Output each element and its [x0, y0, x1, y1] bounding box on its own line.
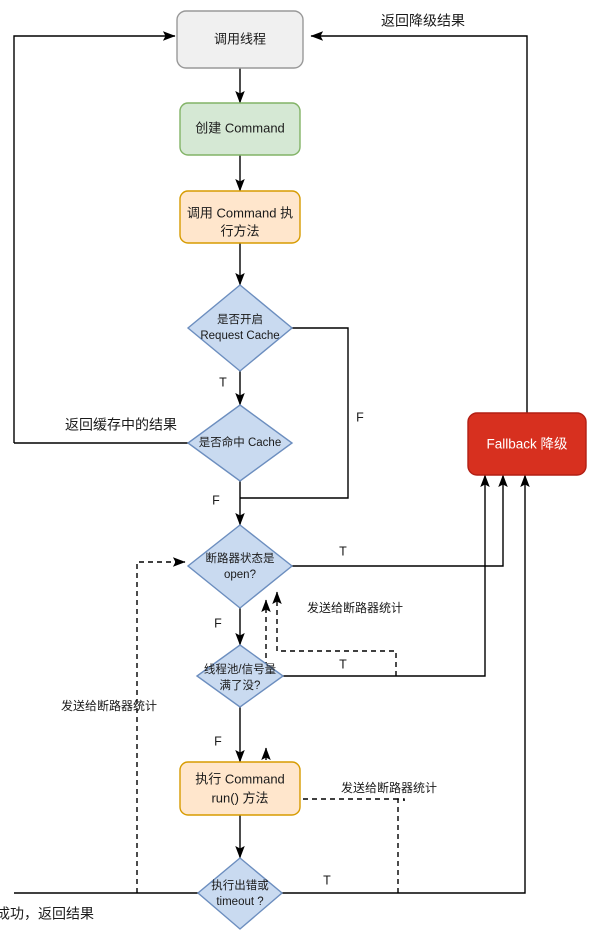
node-error-timeout-decision-shape: [196, 857, 284, 930]
edge-stats-loop-to-breaker: [272, 591, 397, 676]
edge-stats-run-to-breaker: [397, 798, 405, 893]
edge-error-true-to-fallback: [282, 474, 530, 894]
node-breaker-open-decision[interactable]: 断路器状态是 open?: [186, 524, 294, 609]
node-cache-hit-decision-shape: [186, 404, 294, 482]
edge-label-send-stats-pool: 发送给断路器统计: [61, 698, 157, 713]
node-invoke-command-shape: [179, 190, 301, 244]
node-breaker-open-decision-shape: [186, 524, 294, 609]
edge-label-send-stats-run: 发送给断路器统计: [341, 780, 437, 795]
node-run-method-label-line1: 执行 Command: [195, 771, 285, 786]
edge-label-error-true: T: [323, 873, 331, 887]
edge-pool-true-to-fallback: [283, 474, 490, 677]
edge-label-request-cache-true: T: [219, 375, 227, 389]
node-cache-hit-label: 是否命中 Cache: [199, 435, 281, 449]
node-request-cache-decision-shape: [186, 284, 294, 372]
node-run-method-shape: [179, 761, 301, 816]
edge-fallback-to-caller: [310, 31, 528, 413]
edge-label-breaker-false: F: [214, 616, 222, 630]
node-fallback-shape: [467, 412, 587, 476]
node-create-command-shape: [179, 102, 301, 156]
edge-breaker-true-to-fallback: [292, 474, 508, 567]
node-request-cache-label-line2: Request Cache: [200, 330, 279, 342]
node-pool-full-label-line1: 线程池/信号量: [204, 662, 276, 676]
node-create-command-label: 创建 Command: [195, 120, 285, 135]
edge-label-pool-false: F: [214, 734, 222, 748]
edge-label-return-cached-result: 返回缓存中的结果: [65, 417, 177, 433]
node-error-timeout-label-line1: 执行出错或: [211, 878, 269, 892]
node-error-timeout-decision[interactable]: 执行出错或 timeout ?: [196, 857, 284, 930]
node-pool-full-decision-shape: [195, 644, 285, 708]
node-invoke-command-label-line1: 调用 Command 执: [187, 205, 293, 220]
node-error-timeout-label-line2: timeout ?: [216, 896, 263, 908]
node-breaker-open-label-line1: 断路器状态是: [206, 551, 275, 565]
node-caller-label: 调用线程: [214, 31, 266, 46]
node-run-method-label-line2: run() 方法: [211, 790, 268, 805]
node-invoke-command-label-line2: 行方法: [220, 223, 259, 238]
node-pool-full-label-line2: 满了没?: [220, 679, 261, 692]
edge-label-pool-true: T: [339, 657, 347, 671]
edge-label-return-fallback-result: 返回降级结果: [381, 13, 465, 29]
node-create-command[interactable]: 创建 Command: [179, 102, 301, 156]
edge-left-rail-to-caller: [13, 31, 176, 443]
node-request-cache-label-line1: 是否开启: [217, 313, 263, 326]
edge-reqcache-false-to-breaker: [240, 327, 349, 499]
node-request-cache-decision[interactable]: 是否开启 Request Cache: [186, 284, 294, 372]
node-fallback-label: Fallback 降级: [486, 437, 568, 452]
node-pool-full-decision[interactable]: 线程池/信号量 满了没?: [195, 644, 285, 708]
node-invoke-command[interactable]: 调用 Command 执 行方法: [179, 190, 301, 244]
edge-label-cache-hit-false: F: [212, 493, 220, 507]
node-caller[interactable]: 调用线程: [176, 10, 304, 69]
node-cache-hit-decision[interactable]: 是否命中 Cache: [186, 404, 294, 482]
node-run-method[interactable]: 执行 Command run() 方法: [179, 761, 301, 816]
node-caller-shape: [176, 10, 304, 69]
edge-stats-left-rail-to-breaker: [136, 557, 186, 893]
edge-label-breaker-true: T: [339, 544, 347, 558]
edge-label-send-stats-breaker: 发送给断路器统计: [307, 600, 403, 615]
edge-label-success-return-result: 执行成功，返回结果: [0, 906, 94, 922]
edge-label-request-cache-false: F: [356, 410, 364, 424]
node-fallback[interactable]: Fallback 降级: [467, 412, 587, 476]
node-breaker-open-label-line2: open?: [224, 569, 256, 581]
